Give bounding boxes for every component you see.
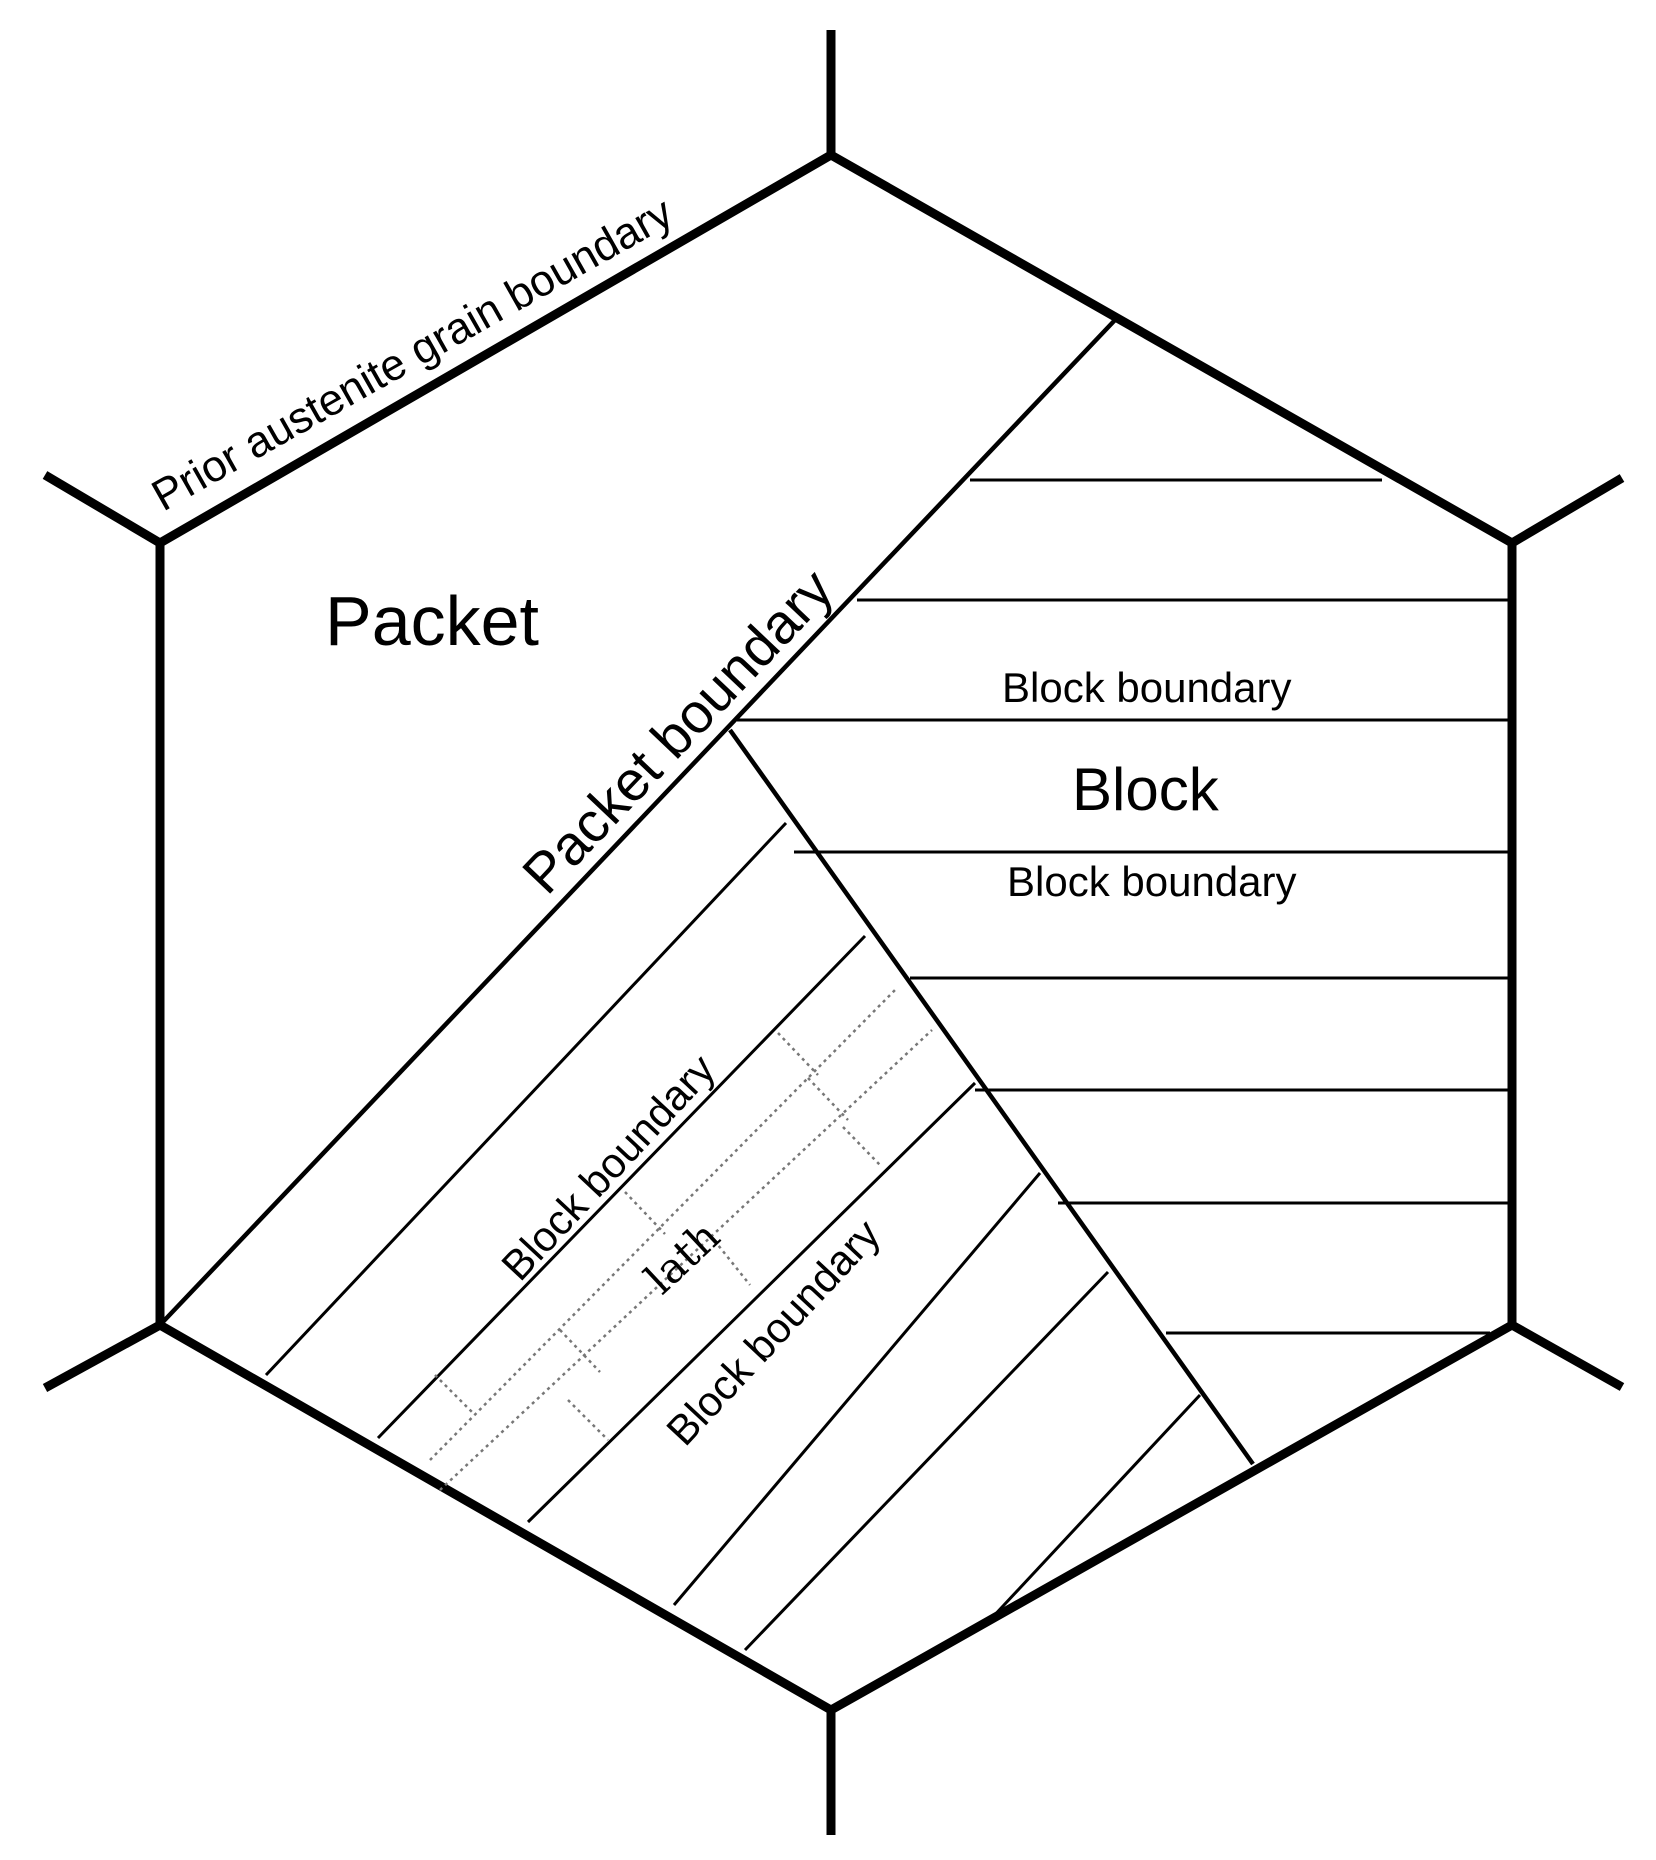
packet-label: Packet [325,582,539,660]
lath-line [429,987,898,1461]
block-boundary-upper-label: Block boundary [1002,664,1292,711]
lath-label: lath [635,1211,729,1303]
block-boundary-line [264,821,788,1377]
spoke-bottom-left [42,1321,163,1392]
block-boundary-line [376,934,867,1440]
lath-cross [624,1191,666,1235]
spoke-bottom-right [1509,1321,1625,1391]
spoke-top-right [1509,474,1625,547]
block-boundary-lower-label: Block boundary [1007,858,1297,905]
lath-cross [434,1374,473,1413]
packet-boundary-line [728,728,1255,1466]
diagonal-block-boundaries [264,821,1202,1652]
block-boundary-line [988,1393,1202,1622]
packet-boundary-line [158,318,1117,1327]
lath-dotted-lines [429,987,933,1491]
lath-cross [807,1077,849,1121]
block-boundary-line [526,1081,977,1524]
lath-cross [842,1126,881,1166]
lath-cross [559,1329,601,1373]
grain-boundary-spokes [42,30,1625,1835]
spoke-top-left [42,471,163,547]
block-boundary-line [743,1270,1110,1652]
lath-cross [777,1032,819,1076]
block-label: Block [1072,756,1220,823]
block-boundary-line [672,1172,1042,1606]
lath-line [439,1029,933,1491]
prior-austenite-grain-boundary-label: Prior austenite grain boundary [144,188,681,521]
horizontal-block-boundaries [737,478,1508,1335]
lath-cross [567,1399,609,1441]
